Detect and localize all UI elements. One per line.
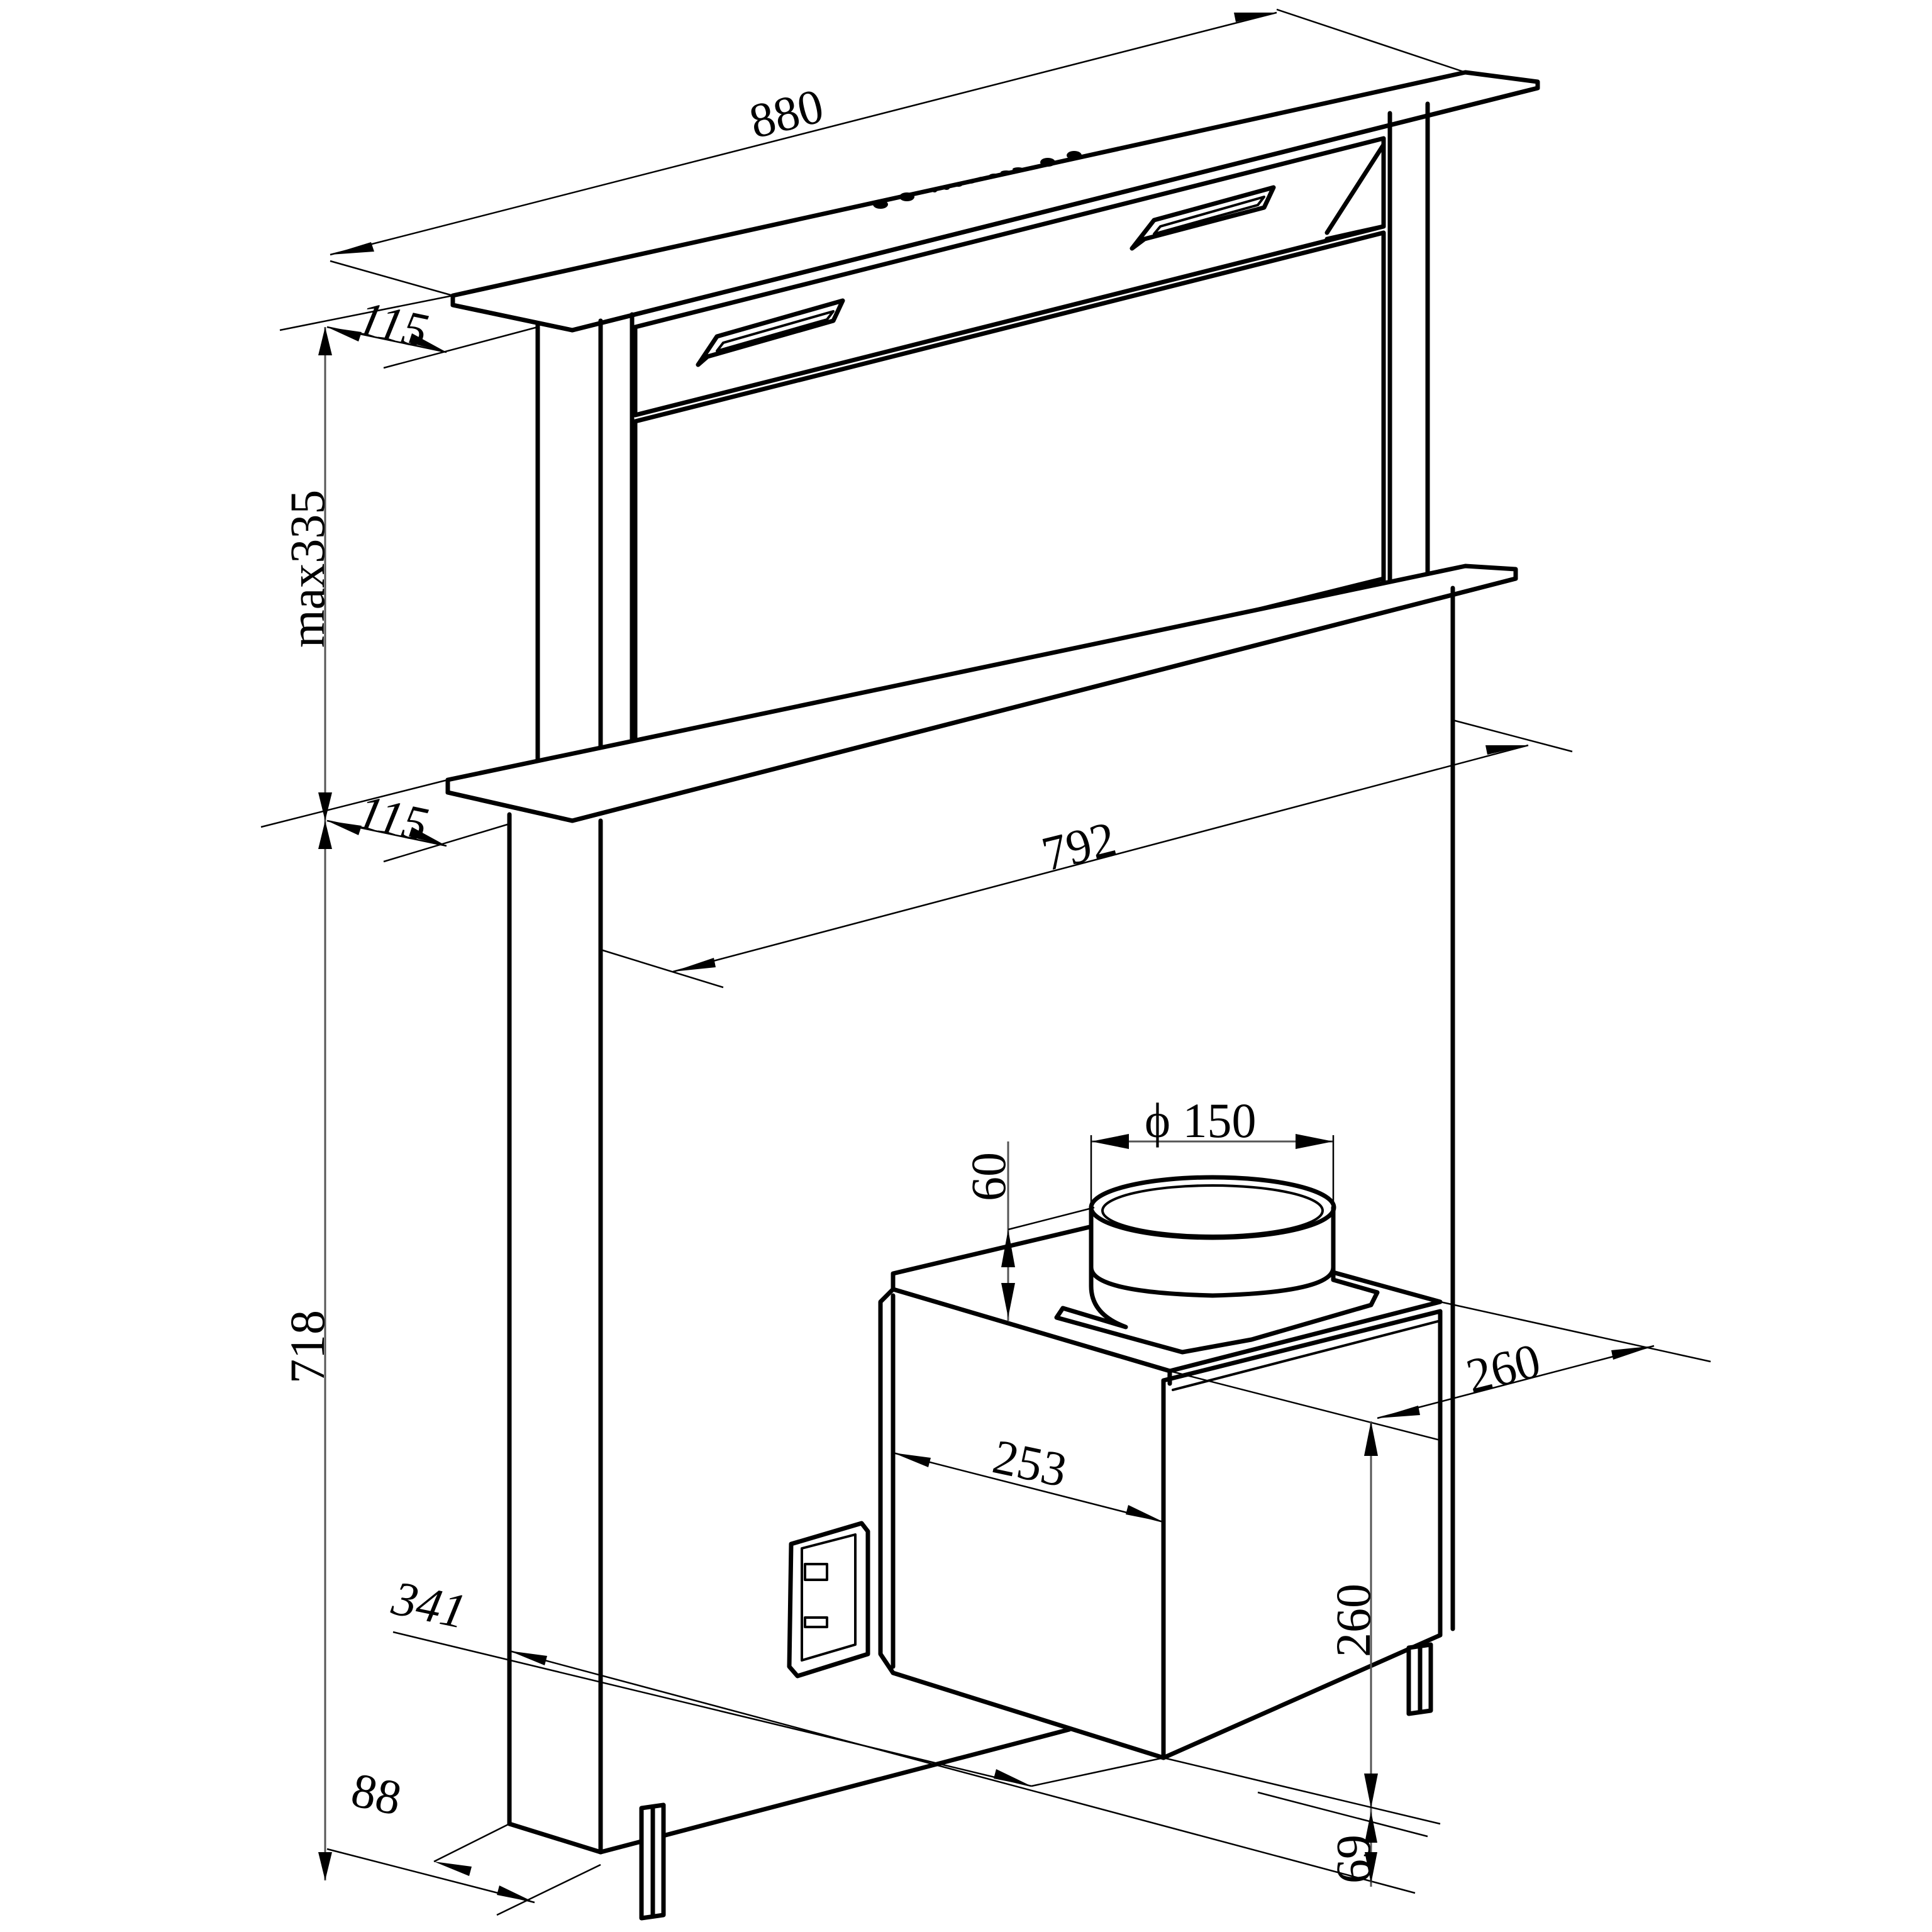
left-post (535, 312, 635, 795)
right-post (1387, 101, 1430, 587)
dim-duct-diameter: ϕ 150 (1145, 1093, 1257, 1148)
adjustable-feet (639, 1642, 1433, 1921)
dim-motor-height: 260 (1326, 1584, 1380, 1657)
dimension-labels: 880 115 max335 115 792 718 ϕ 150 60 260 … (280, 78, 1546, 1884)
round-duct-outlet (1054, 1175, 1380, 1355)
dim-body-depth: 341 (387, 1570, 471, 1639)
dim-top-depth: 115 (353, 291, 433, 358)
grease-filter-right (1130, 185, 1276, 251)
lower-housing (507, 586, 1455, 1855)
dim-housing-width: 792 (1036, 811, 1121, 882)
dim-foot-height: 69 (1326, 1835, 1380, 1884)
junction-box (787, 1521, 870, 1679)
grease-filter-left (696, 298, 845, 367)
control-panel (873, 151, 1082, 209)
glass-top-cap (450, 70, 1540, 333)
dim-motor-depth: 260 (1461, 1333, 1546, 1404)
dim-panel-depth: 88 (347, 1762, 406, 1826)
dim-overall-width: 880 (744, 78, 829, 149)
worktop-trim-frame (445, 564, 1518, 823)
dim-rise-height: max335 (280, 490, 335, 648)
dim-duct-height: 60 (961, 1152, 1016, 1201)
dim-body-height: 718 (280, 1310, 335, 1384)
dim-base-depth: 115 (353, 784, 433, 852)
dimension-lines (260, 8, 1711, 1916)
